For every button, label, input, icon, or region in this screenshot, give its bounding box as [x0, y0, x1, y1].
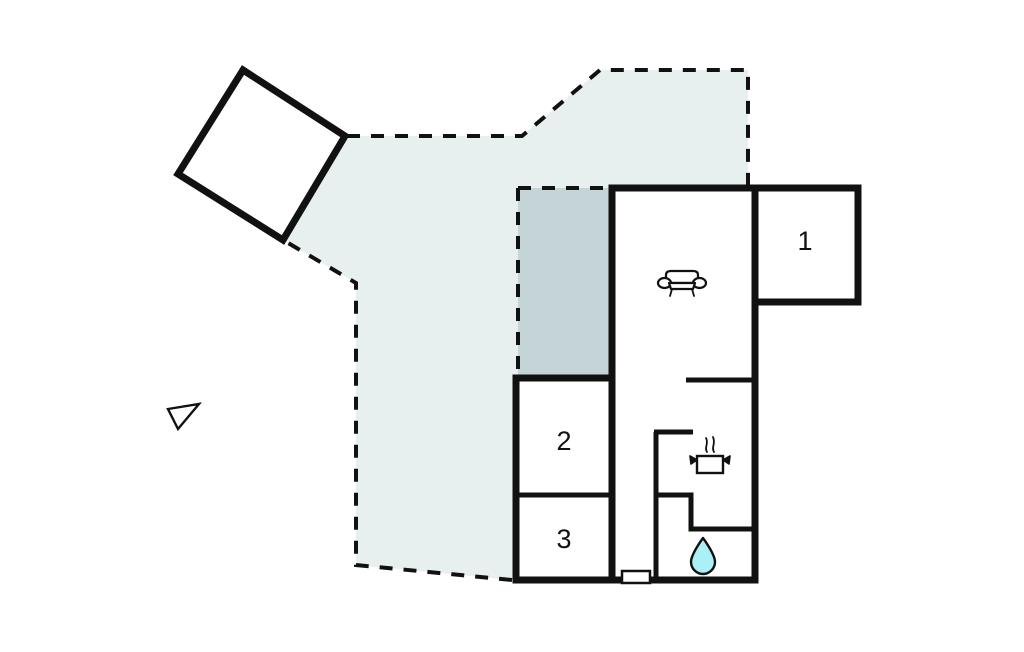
- door-opening-group: [620, 569, 652, 585]
- wall-bathroom-step: [654, 492, 757, 532]
- building-interior-fill: [516, 188, 858, 580]
- cooking-pot-icon: [689, 436, 731, 475]
- terrace-group: [516, 186, 614, 382]
- room-label-3: 3: [556, 524, 571, 554]
- building-group: [512, 184, 862, 585]
- north-arrow-icon: [166, 402, 202, 432]
- room-labels-group: 1 2 3: [556, 226, 812, 554]
- interior-walls-group: [516, 188, 759, 580]
- terrace-dashed-edge: [516, 186, 612, 378]
- entry-door-opening: [620, 569, 652, 585]
- terrace-area: [518, 188, 612, 378]
- room-label-1: 1: [797, 226, 812, 256]
- water-drop-icon: [689, 536, 717, 576]
- building-outer-wall: [512, 184, 862, 584]
- annex-building-group: [173, 65, 350, 245]
- room-label-2: 2: [556, 426, 571, 456]
- annex-square-outline: [173, 65, 350, 245]
- sofa-icon: [656, 269, 708, 297]
